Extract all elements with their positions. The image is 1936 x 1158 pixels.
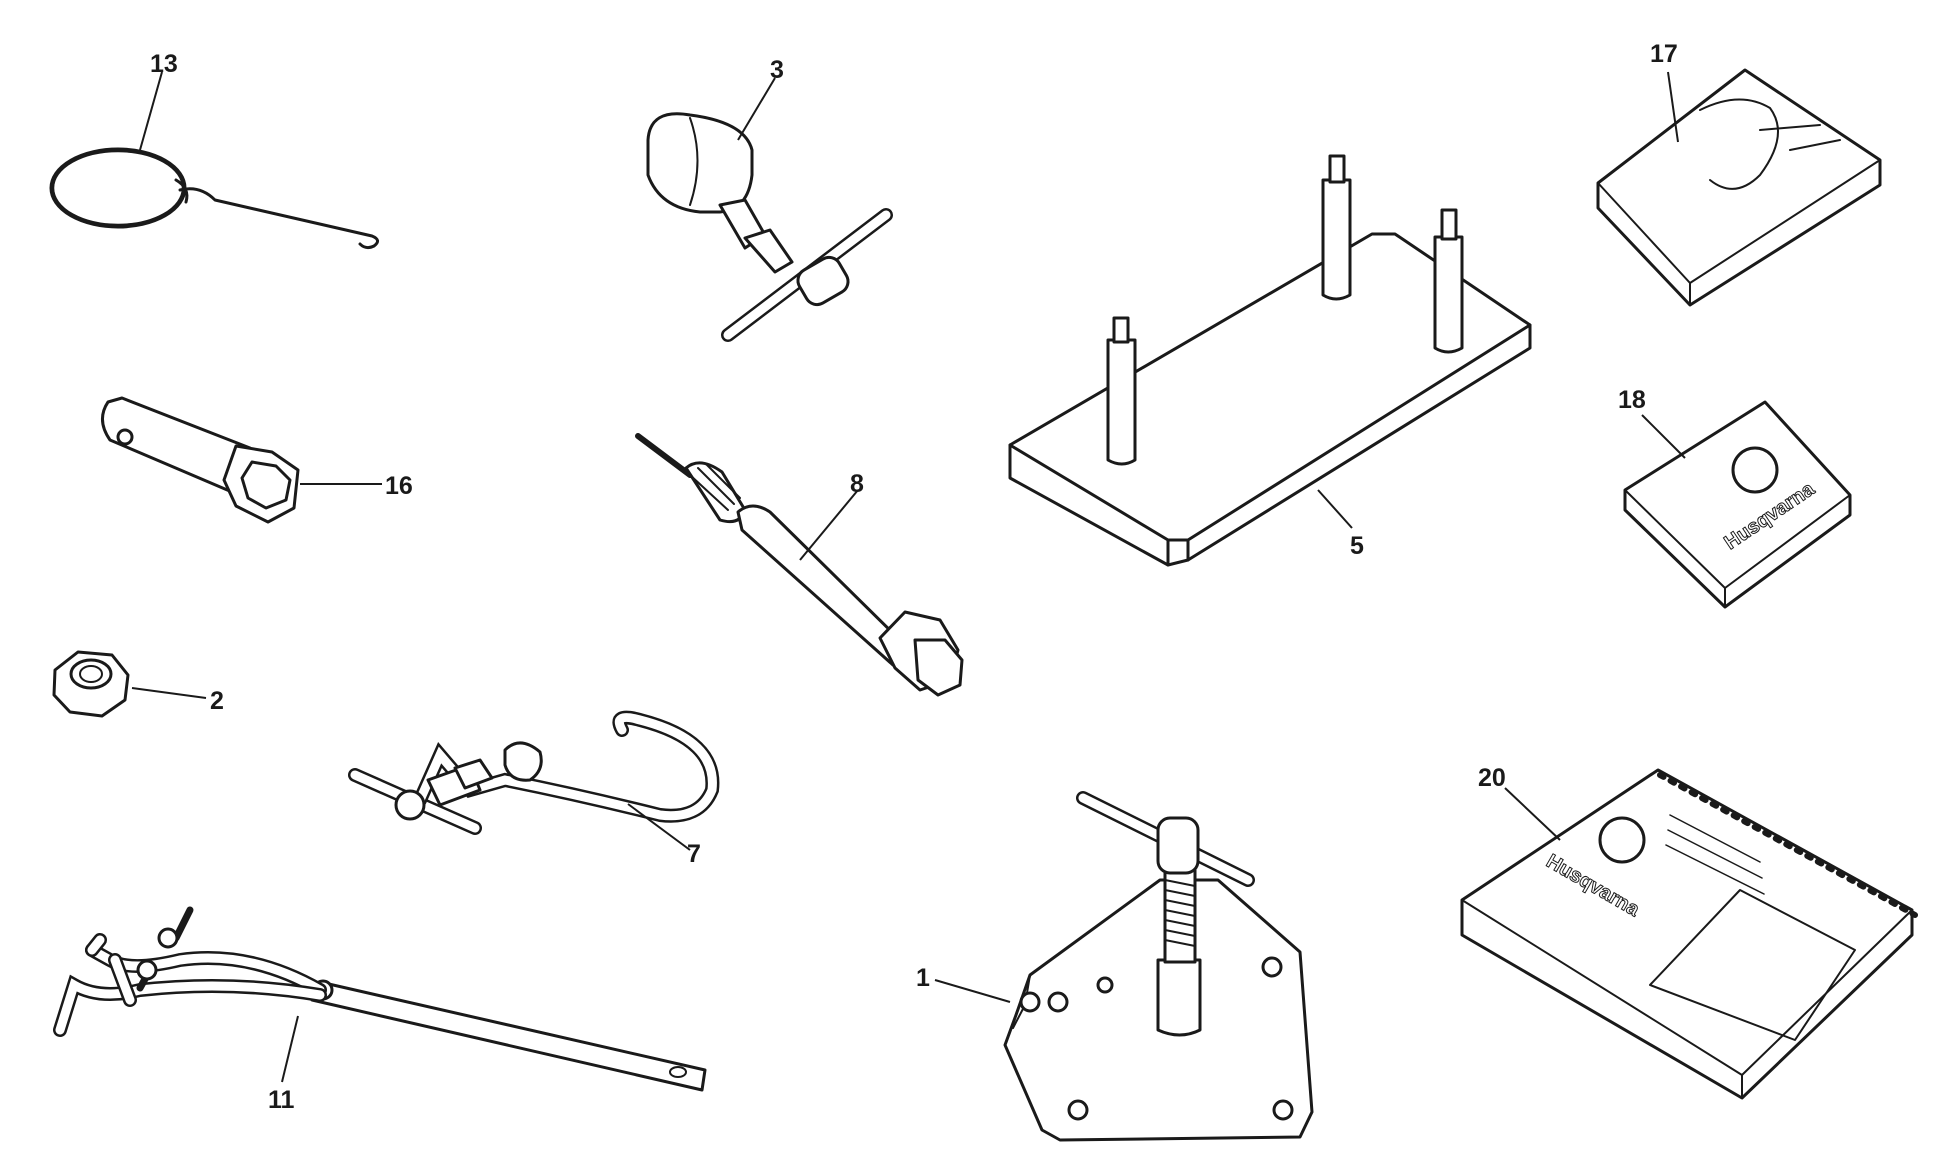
leader-7 xyxy=(627,803,691,851)
callout-5: 5 xyxy=(1350,532,1364,560)
leader-11 xyxy=(281,1015,299,1083)
leader-17 xyxy=(1667,71,1679,143)
callout-3: 3 xyxy=(770,56,784,84)
stand-pin-right xyxy=(1433,208,1464,354)
part-13-wire-loop xyxy=(49,147,379,250)
part-2-nut xyxy=(52,650,130,718)
leader-1 xyxy=(934,979,1011,1003)
leader-18 xyxy=(1641,414,1686,459)
part-11-holding-tool xyxy=(53,906,707,1092)
part-1-flywheel-puller xyxy=(1003,791,1314,1142)
leader-20 xyxy=(1504,787,1561,841)
leader-2 xyxy=(131,687,207,699)
stand-pin-center xyxy=(1321,154,1352,301)
callout-16: 16 xyxy=(385,472,413,500)
part-18-husqvarna-booklet: Husqvarna xyxy=(1623,400,1852,609)
part-16-box-spanner xyxy=(101,396,300,524)
part-5-work-stand xyxy=(1008,154,1532,567)
callout-8: 8 xyxy=(850,470,864,498)
part-3-t-handle-puller xyxy=(646,112,893,342)
callout-7: 7 xyxy=(687,840,701,868)
part-7-spring-compressor xyxy=(348,710,720,835)
leader-3 xyxy=(737,77,776,141)
callout-13: 13 xyxy=(150,50,178,78)
part-8-threaded-extractor xyxy=(635,433,964,697)
part-20-spiral-notebook: Husqvarna xyxy=(1460,768,1918,1100)
callout-2: 2 xyxy=(210,687,224,715)
husqvarna-logo-icon xyxy=(1731,446,1779,494)
stand-pin-front xyxy=(1106,316,1137,466)
part-17-manual-booklet xyxy=(1596,68,1882,307)
callout-11: 11 xyxy=(268,1086,295,1114)
leader-8 xyxy=(799,489,859,561)
callout-18: 18 xyxy=(1618,386,1646,414)
callout-17: 17 xyxy=(1650,40,1678,68)
leader-13 xyxy=(139,71,163,151)
leader-5 xyxy=(1317,489,1353,529)
callout-1: 1 xyxy=(916,964,930,992)
callout-20: 20 xyxy=(1478,764,1506,792)
husqvarna-logo-icon xyxy=(1598,816,1646,864)
